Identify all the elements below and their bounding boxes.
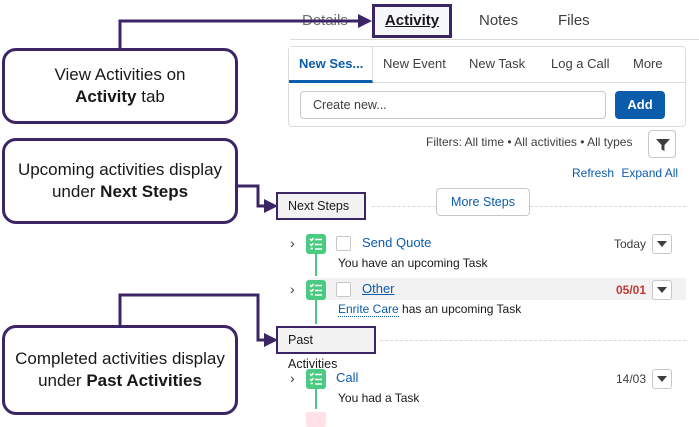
callout-view-activities: View Activities on Activity tab	[2, 48, 238, 124]
composer-tab-new-task[interactable]: New Task	[469, 56, 526, 71]
row-menu-button[interactable]	[652, 234, 672, 254]
activity-subject-link[interactable]: Send Quote	[362, 235, 432, 250]
expand-all-link[interactable]: Expand All	[621, 166, 679, 180]
activity-composer: New Ses... New Event New Task Log a Call…	[288, 46, 686, 127]
task-icon	[306, 280, 326, 300]
chevron-right-icon[interactable]: ›	[290, 370, 295, 386]
tabs-divider	[290, 39, 699, 40]
activity-description: You have an upcoming Task	[338, 256, 488, 270]
row-menu-button[interactable]	[652, 280, 672, 300]
section-divider	[380, 340, 686, 341]
chevron-down-icon	[657, 241, 667, 247]
composer-tab-more[interactable]: More	[633, 56, 663, 71]
activity-date: Today	[613, 237, 646, 251]
composer-tabs: New Ses... New Event New Task Log a Call…	[289, 47, 685, 83]
tab-files[interactable]: Files	[558, 12, 590, 29]
composer-tab-new-event[interactable]: New Event	[383, 56, 446, 71]
add-button[interactable]: Add	[615, 91, 665, 119]
chevron-right-icon[interactable]: ›	[290, 235, 295, 251]
chevron-down-icon	[657, 287, 667, 293]
filter-icon	[656, 139, 670, 151]
task-checkbox[interactable]	[336, 282, 351, 297]
create-new-input[interactable]: Create new...	[300, 91, 606, 119]
timeline-line	[315, 389, 317, 409]
contact-link[interactable]: Enrite Care	[338, 302, 399, 317]
chevron-right-icon[interactable]: ›	[290, 281, 295, 297]
activity-subject-link[interactable]: Other	[362, 281, 395, 296]
timeline-item: › Call 14/03 You had a Task	[288, 369, 686, 409]
timeline-line	[315, 300, 317, 324]
task-icon	[306, 234, 326, 254]
past-activities-header[interactable]: Past Activities	[276, 326, 376, 371]
tab-activity[interactable]: Activity	[372, 4, 452, 38]
partial-activity-icon	[306, 412, 326, 427]
tab-notes[interactable]: Notes	[479, 12, 519, 29]
composer-tab-new-session[interactable]: New Ses...	[289, 47, 373, 83]
section-divider	[530, 206, 686, 207]
row-highlight	[308, 278, 686, 300]
filter-button[interactable]	[648, 130, 676, 158]
callout-completed-activities: Completed activities display under Past …	[2, 325, 238, 415]
activity-date-overdue: 05/01	[615, 283, 646, 297]
timeline-item: › Send Quote Today You have an upcoming …	[288, 234, 686, 276]
task-icon	[306, 369, 326, 389]
timeline-line	[315, 254, 317, 276]
section-divider	[372, 206, 436, 207]
chevron-down-icon	[657, 376, 667, 382]
timeline-links: Refresh Expand All	[572, 166, 682, 180]
activity-subject-link[interactable]: Call	[336, 370, 359, 385]
activity-description: You had a Task	[338, 391, 420, 405]
timeline-item: › Other 05/01 Enrite Care has an upcomin…	[288, 278, 686, 324]
activity-date: 14/03	[615, 372, 646, 386]
composer-tab-log-call[interactable]: Log a Call	[551, 56, 610, 71]
filters-summary: Filters: All time • All activities • All…	[426, 135, 633, 149]
next-steps-header[interactable]: Next Steps	[276, 192, 366, 220]
row-menu-button[interactable]	[652, 369, 672, 389]
more-steps-button[interactable]: More Steps	[436, 188, 530, 216]
callout-upcoming-activities: Upcoming activities display under Next S…	[2, 138, 238, 224]
refresh-link[interactable]: Refresh	[572, 166, 615, 180]
activity-description: Enrite Care has an upcoming Task	[338, 302, 522, 317]
task-checkbox[interactable]	[336, 236, 351, 251]
record-tabs: Details Activity Notes Files	[290, 0, 699, 40]
